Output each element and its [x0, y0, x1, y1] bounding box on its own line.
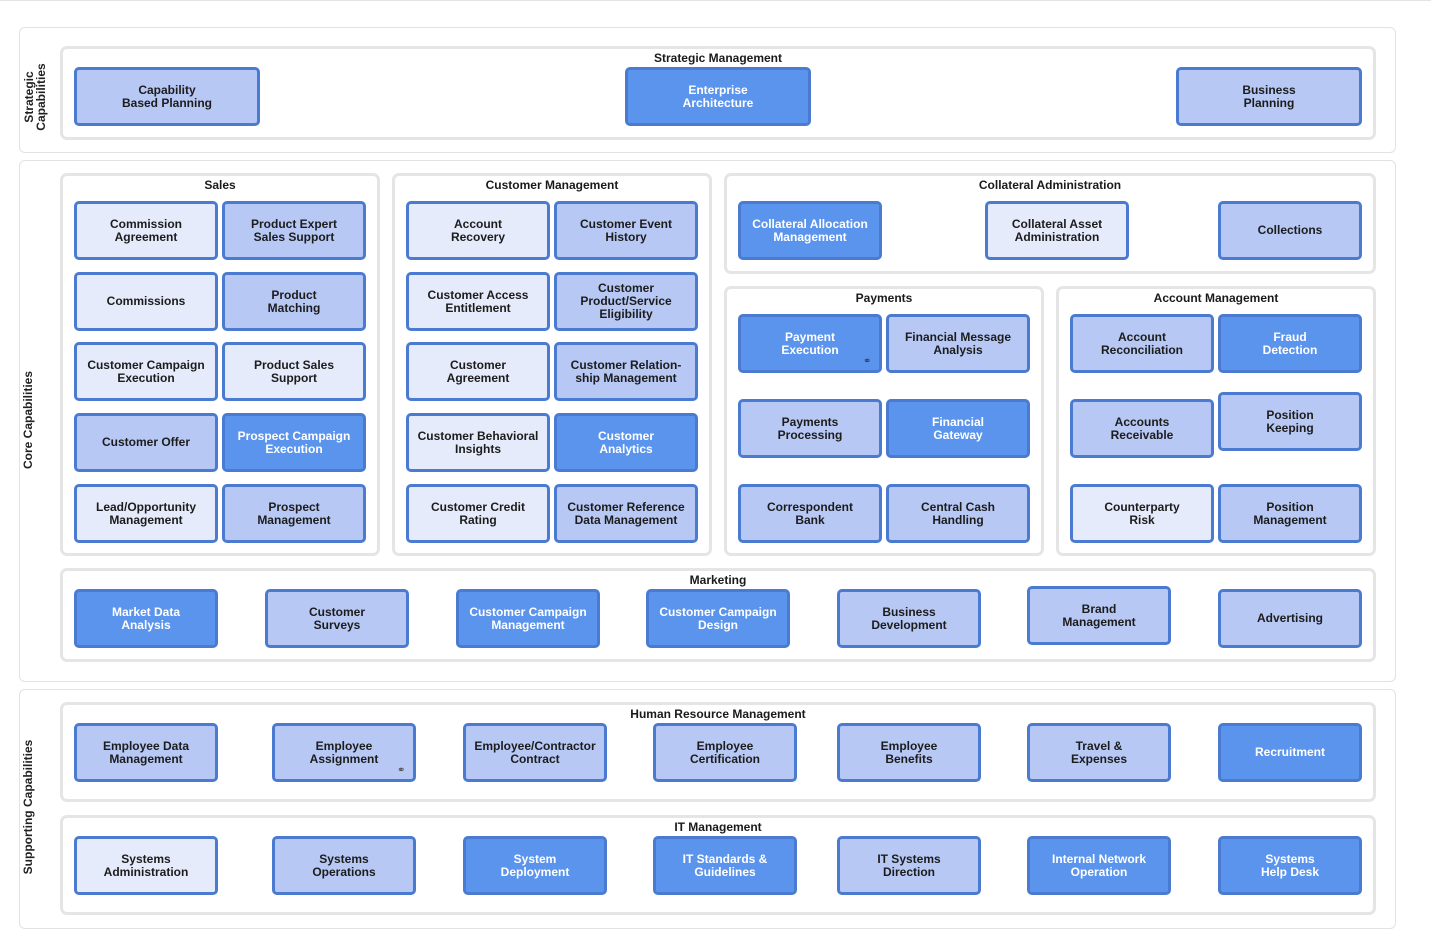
capability-business-development[interactable]: Business Development	[837, 589, 981, 648]
capability-customer-offer[interactable]: Customer Offer	[74, 413, 218, 472]
capability-systems-operations[interactable]: Systems Operations	[272, 836, 416, 895]
capability-collections[interactable]: Collections	[1218, 201, 1362, 260]
capability-central-cash-handling[interactable]: Central Cash Handling	[886, 484, 1030, 543]
capability-product-expert-sales-support[interactable]: Product Expert Sales Support	[222, 201, 366, 260]
capability-commission-agreement[interactable]: Commission Agreement	[74, 201, 218, 260]
capability-systems-help-desk[interactable]: Systems Help Desk	[1218, 836, 1362, 895]
capability-customer-product-service-eligibility[interactable]: Customer Product/Service Eligibility	[554, 272, 698, 331]
capability-brand-management[interactable]: Brand Management	[1027, 586, 1171, 645]
core-capabilities-label: Core Capabilities	[21, 370, 35, 470]
capability-customer-agreement[interactable]: Customer Agreement	[406, 342, 550, 401]
capability-financial-message-analysis[interactable]: Financial Message Analysis	[886, 314, 1030, 373]
capability-customer-credit-rating[interactable]: Customer Credit Rating	[406, 484, 550, 543]
group-title: Account Management	[1153, 291, 1279, 305]
capability-customer-campaign-execution[interactable]: Customer Campaign Execution	[74, 342, 218, 401]
capability-system-deployment[interactable]: System Deployment	[463, 836, 607, 895]
capability-customer-access-entitlement[interactable]: Customer Access Entitlement	[406, 272, 550, 331]
capability-prospect-management[interactable]: Prospect Management	[222, 484, 366, 543]
capability-market-data-analysis[interactable]: Market Data Analysis	[74, 589, 218, 648]
capability-enterprise-architecture[interactable]: Enterprise Architecture	[625, 67, 811, 126]
capability-customer-event-history[interactable]: Customer Event History	[554, 201, 698, 260]
group-title: Human Resource Management	[630, 707, 806, 721]
strategic-capabilities-label: Strategic Capabilities	[22, 63, 48, 131]
capability-correspondent-bank[interactable]: Correspondent Bank	[738, 484, 882, 543]
capability-customer-campaign-design[interactable]: Customer Campaign Design	[646, 589, 790, 648]
group-title: Strategic Management	[653, 51, 783, 65]
capability-business-planning[interactable]: Business Planning	[1176, 67, 1362, 126]
capability-customer-surveys[interactable]: Customer Surveys	[265, 589, 409, 648]
capability-advertising[interactable]: Advertising	[1218, 589, 1362, 648]
capability-prospect-campaign-execution[interactable]: Prospect Campaign Execution	[222, 413, 366, 472]
link-icon: ⚭	[397, 765, 406, 776]
capability-employee-contractor-contract[interactable]: Employee/Contractor Contract	[463, 723, 607, 782]
group-title: Marketing	[689, 573, 747, 587]
capability-lead-opportunity-management[interactable]: Lead/Opportunity Management	[74, 484, 218, 543]
group-title: Sales	[204, 178, 236, 192]
capability-recruitment[interactable]: Recruitment	[1218, 723, 1362, 782]
capability-customer-relationship-management[interactable]: Customer Relation- ship Management	[554, 342, 698, 401]
capability-collateral-allocation-management[interactable]: Collateral Allocation Management	[738, 201, 882, 260]
capability-customer-campaign-management[interactable]: Customer Campaign Management	[456, 589, 600, 648]
capability-employee-data-management[interactable]: Employee Data Management	[74, 723, 218, 782]
link-icon: ⚭	[863, 356, 872, 367]
capability-commissions[interactable]: Commissions	[74, 272, 218, 331]
capability-position-management[interactable]: Position Management	[1218, 484, 1362, 543]
supporting-capabilities-label: Supporting Capabilities	[21, 739, 35, 875]
group-title: Payments	[855, 291, 913, 305]
capability-payments-processing[interactable]: Payments Processing	[738, 399, 882, 458]
capability-internal-network-operation[interactable]: Internal Network Operation	[1027, 836, 1171, 895]
capability-employee-benefits[interactable]: Employee Benefits	[837, 723, 981, 782]
top-divider	[0, 0, 1431, 1]
capability-systems-administration[interactable]: Systems Administration	[74, 836, 218, 895]
capability-product-matching[interactable]: Product Matching	[222, 272, 366, 331]
capability-product-sales-support[interactable]: Product Sales Support	[222, 342, 366, 401]
group-title: IT Management	[674, 820, 762, 834]
capability-employee-assignment[interactable]: Employee Assignment	[272, 723, 416, 782]
capability-employee-certification[interactable]: Employee Certification	[653, 723, 797, 782]
capability-collateral-asset-administration[interactable]: Collateral Asset Administration	[985, 201, 1129, 260]
capability-customer-analytics[interactable]: Customer Analytics	[554, 413, 698, 472]
capability-capability-based-planning[interactable]: Capability Based Planning	[74, 67, 260, 126]
capability-accounts-receivable[interactable]: Accounts Receivable	[1070, 399, 1214, 458]
group-title: Customer Management	[485, 178, 619, 192]
capability-travel-expenses[interactable]: Travel & Expenses	[1027, 723, 1171, 782]
capability-it-systems-direction[interactable]: IT Systems Direction	[837, 836, 981, 895]
group-title: Collateral Administration	[978, 178, 1122, 192]
capability-account-recovery[interactable]: Account Recovery	[406, 201, 550, 260]
capability-it-standards-guidelines[interactable]: IT Standards & Guidelines	[653, 836, 797, 895]
capability-account-reconciliation[interactable]: Account Reconciliation	[1070, 314, 1214, 373]
capability-financial-gateway[interactable]: Financial Gateway	[886, 399, 1030, 458]
capability-customer-reference-data-management[interactable]: Customer Reference Data Management	[554, 484, 698, 543]
capability-customer-behavioral-insights[interactable]: Customer Behavioral Insights	[406, 413, 550, 472]
capability-fraud-detection[interactable]: Fraud Detection	[1218, 314, 1362, 373]
capability-counterparty-risk[interactable]: Counterparty Risk	[1070, 484, 1214, 543]
capability-payment-execution[interactable]: Payment Execution	[738, 314, 882, 373]
capability-position-keeping[interactable]: Position Keeping	[1218, 392, 1362, 451]
